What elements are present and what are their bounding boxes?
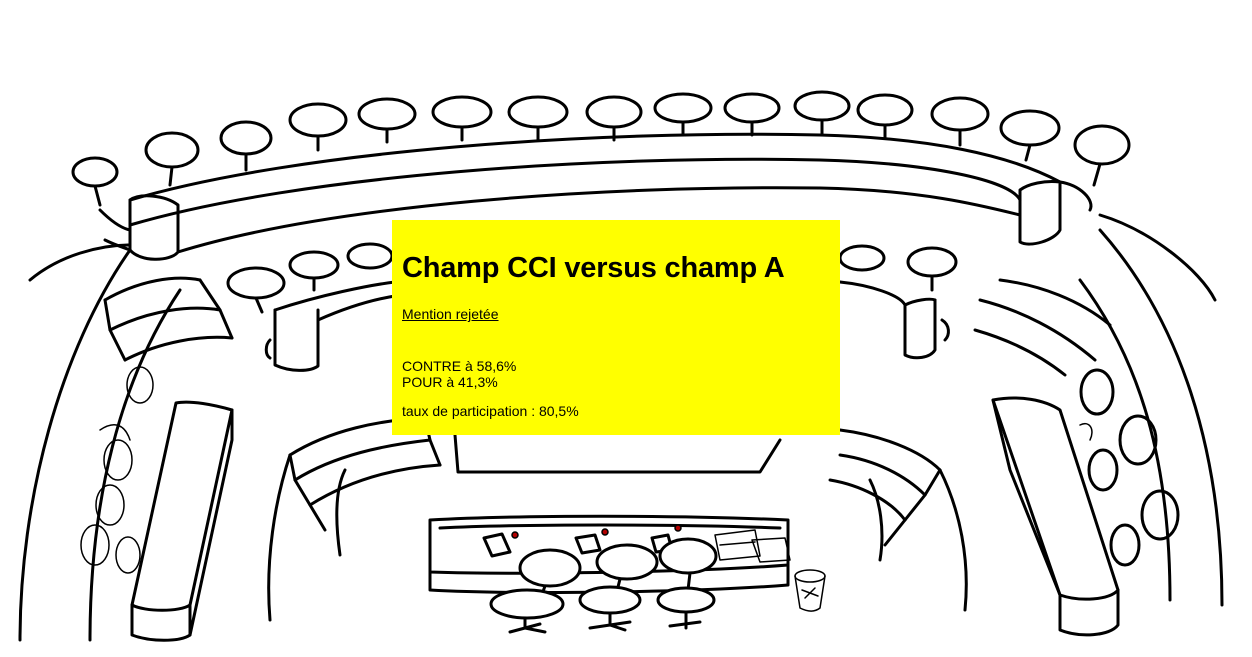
participation-rate: taux de participation : 80,5% [402, 403, 579, 419]
vote-for: POUR à 41,3% [402, 374, 498, 390]
inner-tiers [267, 416, 968, 622]
waste-bin [794, 569, 826, 612]
top-bench [98, 132, 1093, 261]
right-side-benches [973, 278, 1180, 637]
result-status-link[interactable]: Mention rejetée [402, 306, 499, 322]
front-chairs [489, 537, 718, 634]
left-side-benches [80, 276, 234, 642]
vote-result-panel: Champ CCI versus champ A Mention rejetée… [392, 220, 840, 435]
vote-against: CONTRE à 58,6% [402, 358, 517, 374]
vote-breakdown: CONTRE à 58,6% POUR à 41,3% [402, 358, 830, 390]
result-title: Champ CCI versus champ A [402, 252, 785, 284]
top-row-chairs [71, 90, 1131, 207]
second-bench [264, 280, 950, 372]
outer-walls [18, 213, 1224, 642]
